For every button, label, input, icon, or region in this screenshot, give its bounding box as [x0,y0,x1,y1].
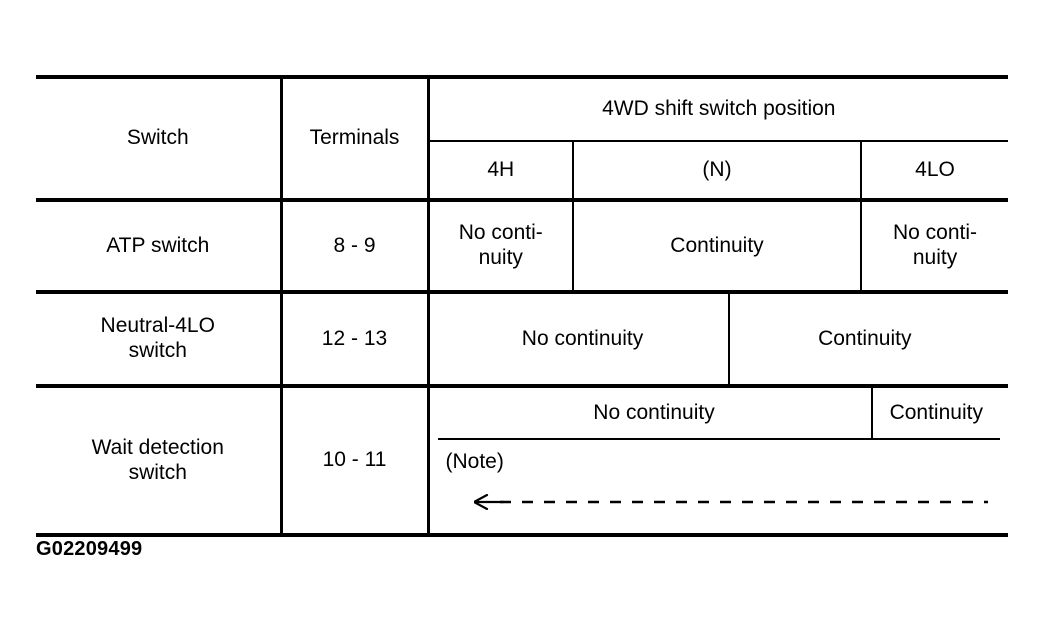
cell-atp-4h: No conti-nuity [428,200,574,294]
cell-text: No conti-nuity [458,221,543,269]
cell-waitdetection-no-continuity: No continuity [438,388,873,438]
header-position-n: (N) [573,141,862,202]
figure-caption: G02209499 [36,538,143,560]
cell-atp-n: Continuity [573,200,862,294]
row-neutral4lo-terminals: 12 - 13 [281,292,430,388]
header-4wd-position: 4WD shift switch position [428,75,1009,142]
cell-text: No conti-nuity [893,221,978,269]
table-row: ATP switch 8 - 9 No conti-nuity Continui… [36,200,1009,294]
note-dashed-arrow-icon [472,492,990,511]
waitdetection-value-row: No continuity Continuity [437,388,1001,440]
dashed-left-arrow-svg [472,493,988,511]
spec-table: Switch Terminals 4WD shift switch positi… [36,75,1009,537]
cell-waitdetection-continuity: Continuity [889,400,983,424]
header-switch: Switch [36,75,283,202]
row-atp-terminals: 8 - 9 [281,200,430,294]
note-label: (Note) [445,450,504,473]
waitdetection-note-row: (Note) [438,440,1001,533]
header-terminals: Terminals [281,75,430,202]
waitdetection-composite: No continuity Continuity (Note) [437,388,1001,533]
header-row-group: Switch Terminals 4WD shift switch positi… [36,75,1009,202]
cell-atp-4lo: No conti-nuity [861,200,1009,294]
cell-neutral4lo-continuity: Continuity [818,326,912,350]
neutral4lo-split: No continuity Continuity [438,294,1001,384]
header-position-4lo: 4LO [861,141,1009,202]
continuity-spec-table: Switch Terminals 4WD shift switch positi… [36,75,1009,537]
cell-waitdetection-values: No continuity Continuity (Note) [428,386,1009,537]
row-waitdetection-terminals: 10 - 11 [281,386,430,537]
header-position-4h: 4H [428,141,574,202]
row-atp-switch-name: ATP switch [36,200,283,294]
header-row-positions: 4H (N) 4LO [36,141,1009,202]
cell-neutral4lo-no-continuity: No continuity [438,294,730,384]
cell-neutral4lo-values: No continuity Continuity [428,292,1009,388]
